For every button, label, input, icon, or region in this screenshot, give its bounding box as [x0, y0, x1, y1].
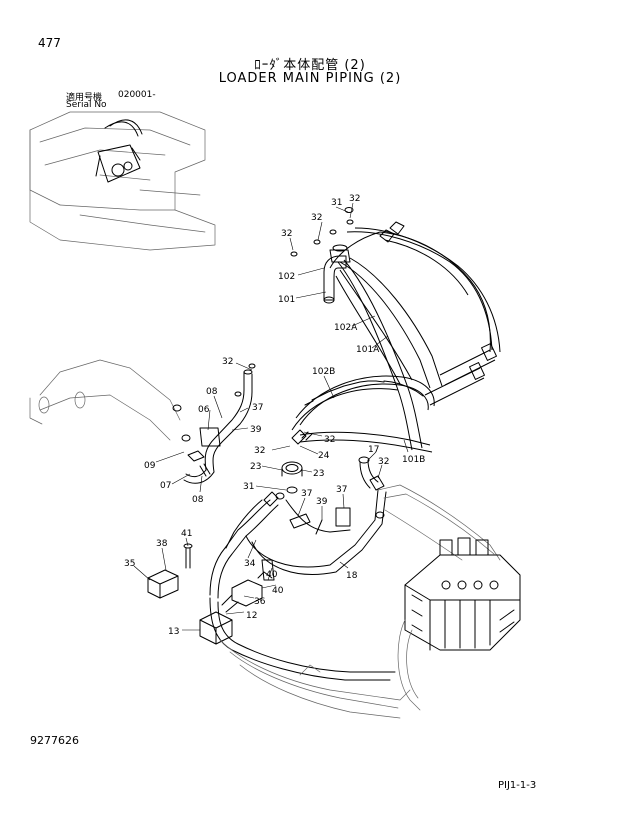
callout-32: 32	[378, 457, 389, 467]
left-boom-pipes	[29, 359, 256, 484]
callout-32: 32	[222, 357, 233, 367]
callout-102A: 102A	[334, 323, 358, 333]
callout-34: 34	[244, 559, 256, 569]
callout-37: 37	[301, 489, 312, 499]
callout-24: 24	[318, 451, 330, 461]
callout-35: 35	[124, 559, 135, 569]
page-title-english: LOADER MAIN PIPING (2)	[218, 71, 402, 86]
upper-hose-bundle	[329, 221, 501, 406]
callout-08: 08	[192, 495, 204, 505]
callout-32: 32	[281, 229, 292, 239]
machine-overview-sketch	[29, 111, 216, 251]
center-tube-assembly	[209, 456, 387, 599]
callout-32: 32	[254, 446, 265, 456]
callout-40: 40	[272, 586, 284, 596]
callout-41: 41	[181, 529, 192, 539]
control-valve-block	[377, 484, 521, 711]
callout-32: 32	[311, 213, 322, 223]
page-title-japanese: ﾛｰﾀﾞ本体配管 (2)	[254, 58, 366, 73]
callout-39: 39	[250, 425, 262, 435]
callout-38: 38	[156, 539, 168, 549]
serial-label-japanese: 適用号機	[66, 93, 103, 103]
callout-06: 06	[198, 405, 210, 415]
callout-12: 12	[246, 611, 257, 621]
callout-101A: 101A	[356, 345, 380, 355]
callout-labels: 31 32 32 32 102 101 102A 101A 102B 32 08…	[124, 194, 425, 637]
serial-range: 020001-	[118, 90, 156, 100]
document-number: 9277626	[30, 734, 79, 747]
callout-18: 18	[346, 571, 358, 581]
callout-101: 101	[278, 295, 295, 305]
callout-08: 08	[206, 387, 218, 397]
callout-leader-lines	[133, 202, 409, 631]
callout-09: 09	[144, 461, 156, 471]
callout-102: 102	[278, 272, 295, 282]
callout-32: 32	[324, 435, 335, 445]
callout-37: 37	[252, 403, 263, 413]
callout-37: 37	[336, 485, 347, 495]
page-number: 477	[38, 36, 61, 50]
callout-40: 40	[266, 570, 278, 580]
callout-102B: 102B	[312, 367, 335, 377]
serial-label-english: Serial No	[66, 100, 107, 110]
callout-07: 07	[160, 481, 171, 491]
callout-39: 39	[316, 497, 328, 507]
lower-bracket-assembly	[147, 543, 411, 719]
callout-31: 31	[243, 482, 254, 492]
callout-23: 23	[250, 462, 261, 472]
callout-17: 17	[368, 445, 379, 455]
spiral-hose-102B	[291, 375, 435, 453]
callout-23: 23	[313, 469, 324, 479]
hose-102A-101A	[337, 259, 423, 451]
callout-13: 13	[168, 627, 179, 637]
page-code: PIJ1-1-3	[498, 780, 537, 791]
callout-31: 31	[331, 198, 342, 208]
elbow-fittings-101-102	[290, 207, 354, 304]
callout-32: 32	[349, 194, 360, 204]
callout-36: 36	[254, 597, 266, 607]
callout-101B: 101B	[402, 455, 425, 465]
